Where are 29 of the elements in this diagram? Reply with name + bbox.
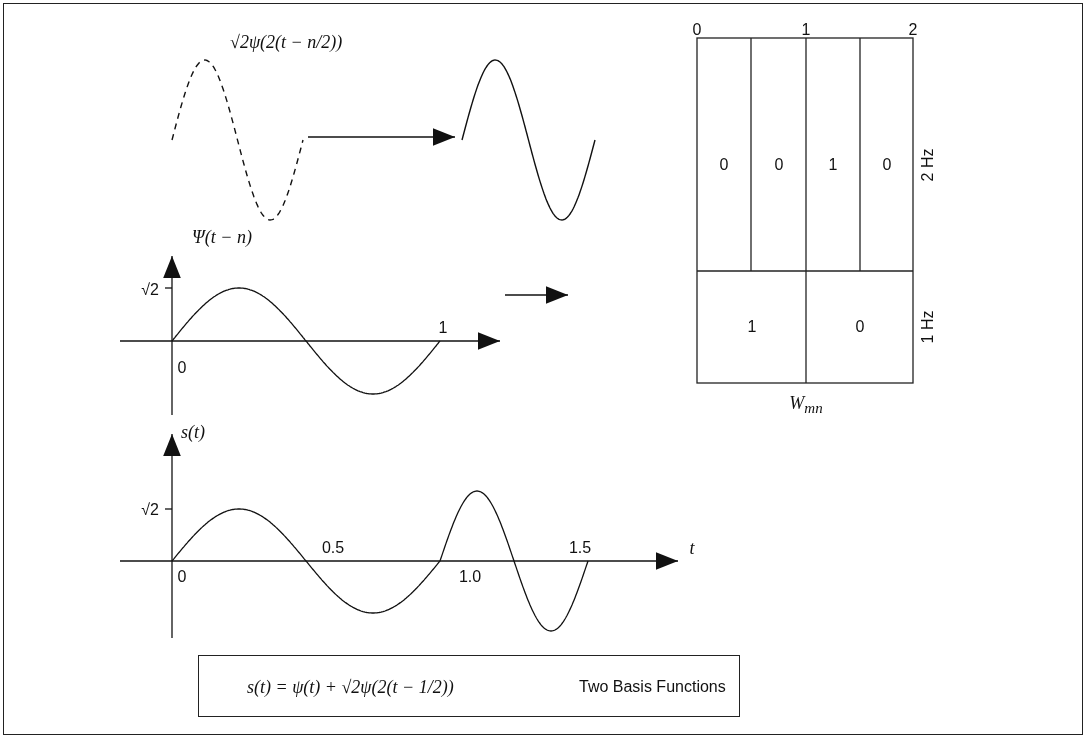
bit-value: 0 [774,157,784,173]
bit-value: 1 [747,319,757,335]
arrow [504,286,569,304]
bit-value: 0 [719,157,729,173]
frequency-label: 2 Hz [920,148,936,182]
axis-tick-label: √2 [141,502,159,518]
bit-value: 0 [855,319,865,335]
formula-label: √2ψ(2(t − n/2)) [230,33,343,51]
axis-tick-label: 1.5 [568,540,592,556]
axis-tick-label: 0 [692,22,702,38]
axis-tick-label: 1 [801,22,811,38]
axis-title: Ψ(t − n) [192,228,252,246]
axis-tick-label: √2 [141,282,159,298]
axis-tick-label: 0 [177,569,187,585]
axis-title: t [689,539,695,557]
grid-caption: W$_{mn}$ [789,393,823,417]
equation: s(t) = ψ(t) + √2ψ(2(t − 1/2)) [247,678,454,696]
axis-tick-label: 2 [908,22,918,38]
axis-title: s(t) [181,423,205,441]
axis-tick-label: 0 [177,360,187,376]
axis-tick-label: 0.5 [321,540,345,556]
axis-tick-label: 1 [438,320,448,336]
bit-value: 1 [828,157,838,173]
caption-text: Two Basis Functions [579,679,726,695]
equation-box [198,655,740,717]
bit-value: 0 [882,157,892,173]
frequency-label: 1 Hz [920,310,936,344]
axis-tick-label: 1.0 [458,569,482,585]
arrow [307,128,456,146]
